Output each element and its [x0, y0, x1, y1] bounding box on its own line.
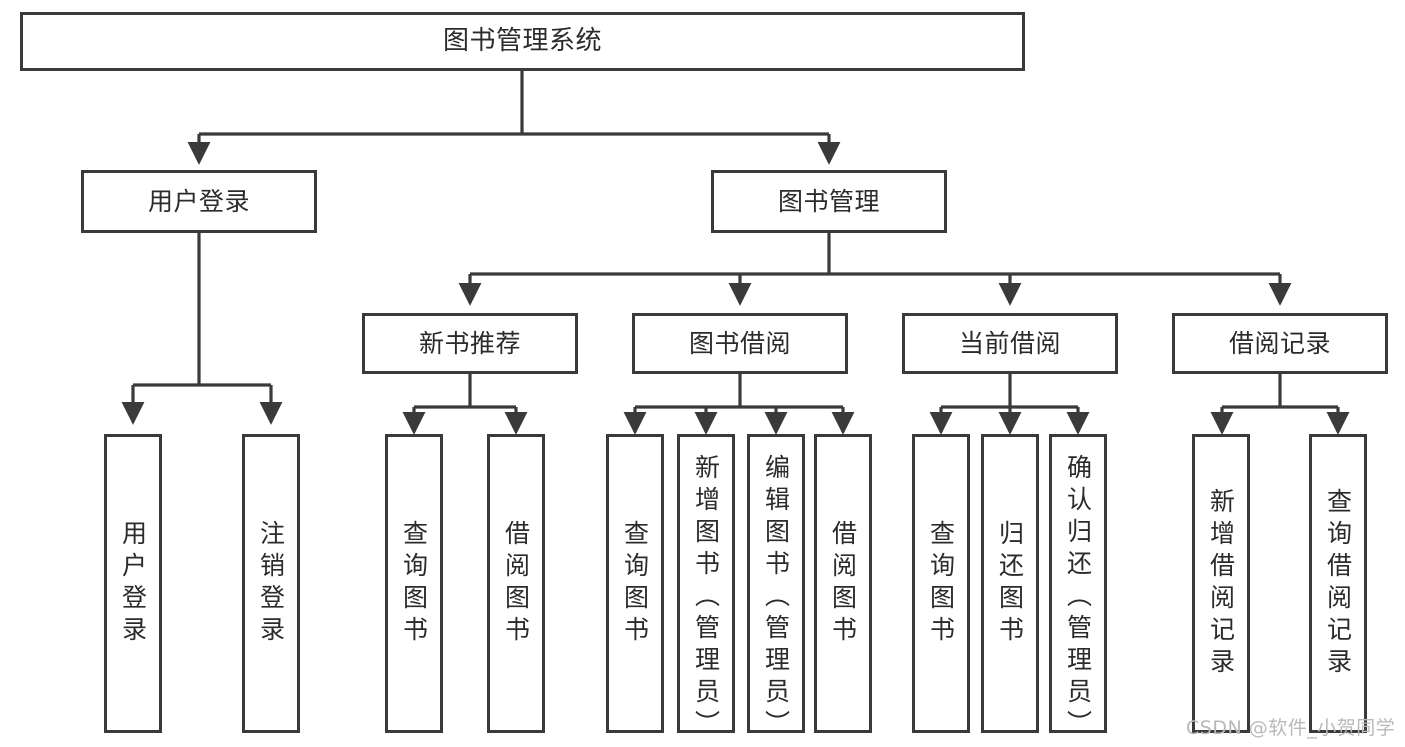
- node-book-borrow[interactable]: 图书借阅: [632, 313, 848, 374]
- leaf-current-borrow-confirm-return-admin[interactable]: 确认归还（管理员）: [1049, 434, 1107, 733]
- node-label: 新增借阅记录: [1206, 487, 1236, 680]
- leaf-new-book-borrow-book[interactable]: 借阅图书: [487, 434, 545, 733]
- node-current-borrow[interactable]: 当前借阅: [902, 313, 1118, 374]
- node-label: 用户登录: [147, 186, 250, 216]
- node-label: 借阅记录: [1228, 328, 1331, 358]
- node-label: 图书管理: [777, 186, 880, 216]
- node-label: 注销登录: [256, 519, 286, 648]
- node-user-login[interactable]: 用户登录: [81, 170, 317, 233]
- node-label: 查询图书: [399, 519, 429, 648]
- node-label: 查询借阅记录: [1323, 487, 1353, 680]
- node-label: 新增图书（管理员）: [691, 453, 721, 733]
- node-label: 查询图书: [620, 519, 650, 648]
- node-label: 图书借阅: [688, 328, 791, 358]
- node-label: 确认归还（管理员）: [1063, 453, 1093, 733]
- leaf-borrow-record-query-record[interactable]: 查询借阅记录: [1309, 434, 1367, 733]
- node-label: 编辑图书（管理员）: [761, 453, 791, 733]
- leaf-current-borrow-return-book[interactable]: 归还图书: [981, 434, 1039, 733]
- node-label: 查询图书: [926, 519, 956, 648]
- leaf-borrow-record-add-record[interactable]: 新增借阅记录: [1192, 434, 1250, 733]
- node-borrow-record[interactable]: 借阅记录: [1172, 313, 1388, 374]
- node-root-book-management-system[interactable]: 图书管理系统: [20, 12, 1025, 71]
- leaf-user-login-logout[interactable]: 注销登录: [242, 434, 300, 733]
- node-label: 图书管理系统: [442, 26, 602, 57]
- node-label: 当前借阅: [958, 328, 1061, 358]
- node-book-management[interactable]: 图书管理: [711, 170, 947, 233]
- leaf-current-borrow-query-book[interactable]: 查询图书: [912, 434, 970, 733]
- leaf-book-borrow-edit-book-admin[interactable]: 编辑图书（管理员）: [747, 434, 805, 733]
- node-label: 新书推荐: [418, 328, 521, 358]
- node-label: 借阅图书: [501, 519, 531, 648]
- leaf-user-login-login[interactable]: 用户登录: [104, 434, 162, 733]
- leaf-book-borrow-borrow-book[interactable]: 借阅图书: [814, 434, 872, 733]
- node-label: 归还图书: [995, 519, 1025, 648]
- node-label: 借阅图书: [828, 519, 858, 648]
- node-new-book-recommend[interactable]: 新书推荐: [362, 313, 578, 374]
- leaf-book-borrow-query-book[interactable]: 查询图书: [606, 434, 664, 733]
- csdn-watermark: CSDN @软件_小贺同学: [1186, 717, 1396, 739]
- leaf-new-book-query-book[interactable]: 查询图书: [385, 434, 443, 733]
- node-label: 用户登录: [118, 519, 148, 648]
- leaf-book-borrow-add-book-admin[interactable]: 新增图书（管理员）: [677, 434, 735, 733]
